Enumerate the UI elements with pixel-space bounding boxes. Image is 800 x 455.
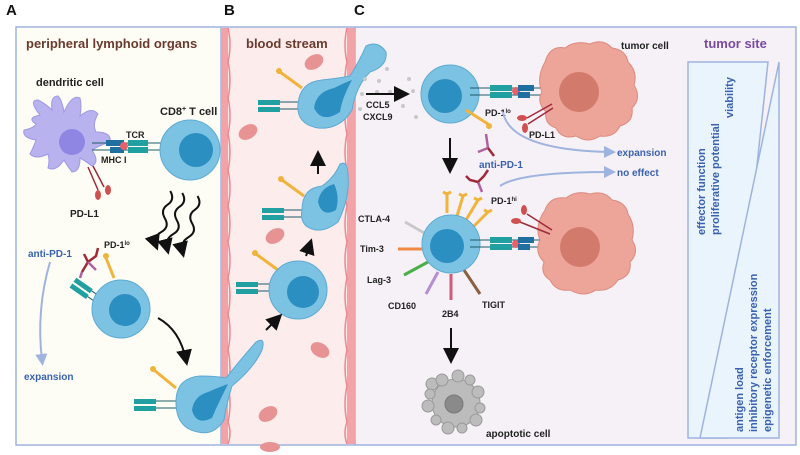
legend-increasing-2: inhibitory receptor expression [748,273,760,432]
mhc-i-label: MHC I [101,155,127,165]
anti-pd1-label-a: anti-PD-1 [28,249,72,260]
tumor-cell-bottom [537,192,636,295]
t-cell-bloodstream-middle [262,162,349,231]
tigit-label: TIGIT [482,300,505,310]
pd-l1-receptor-c-bottom [511,205,553,235]
dendritic-cell-label: dendritic cell [36,77,104,89]
tumor-cell-top [539,41,638,141]
tcr-mhc-complex-c-bottom [470,237,548,250]
expansion-label-a: expansion [24,372,73,383]
legend-increasing-1: antigen load [734,367,746,432]
panel-a-frame [15,26,222,446]
cd160-receptor [424,271,440,295]
2b4-label: 2B4 [442,309,459,319]
panel-b-title: blood stream [246,36,328,51]
chemokine-dots [358,67,418,119]
t-cell-bloodstream-lower [236,250,328,320]
ctla4-label: CTLA-4 [358,214,390,224]
apoptotic-cell [421,369,486,435]
tigit-receptor [462,269,482,295]
legend-decreasing-3: viability [724,76,736,118]
t-cell-activated-a [69,253,151,339]
migration-arrow-a [157,317,192,366]
cytokine-signal-arrows [144,190,201,258]
panel-letter-a: A [6,2,17,19]
tcr-mhc-complex-a [92,140,168,153]
arrow-b-2 [299,238,315,257]
tcr-label: TCR [126,130,145,140]
legend-decreasing-2: proliferative potential [710,123,722,235]
pd-l1-receptor-a [87,165,111,200]
t-cell-bloodstream-upper [258,43,387,129]
exhausted-t-cell [398,190,493,300]
pd1-hi-label: PD-1hi [491,196,517,206]
pd-l1-label-c: PD-L1 [529,130,555,140]
anti-pd1-label-c: anti-PD-1 [479,160,523,171]
legend-decreasing-1: effector function [696,148,708,235]
apoptotic-cell-label: apoptotic cell [486,429,551,440]
anti-pd1-antibody-a [78,247,100,279]
legend-increasing-3: epigenetic enforcement [762,308,774,432]
panel-c-title: tumor site [704,36,767,51]
cxcl9-label: CXCL9 [363,112,393,122]
panel-a-title: peripheral lymphoid organs [26,36,197,51]
tim3-label: Tim-3 [360,244,384,254]
expansion-label-c: expansion [617,148,666,159]
expansion-arrow-a [35,261,51,366]
pd1-lo-label-a: PD-1lo [104,240,130,250]
no-effect-label: no effect [617,168,659,179]
ctla4-receptor [404,220,427,236]
red-blood-cells [238,54,330,452]
panel-letter-b: B [224,2,235,19]
ccl5-label: CCL5 [366,100,390,110]
cd8-t-cell-label: CD8+ T cell [160,106,217,118]
increasing-wedge [699,61,780,439]
tumor-cell-label: tumor cell [621,41,669,52]
tcr-mhc-complex-c-top [470,85,545,98]
pd-l1-receptor-c-top [517,103,554,133]
panel-letter-c: C [354,2,365,19]
lag3-label: Lag-3 [367,275,391,285]
gradient-legend: effector function proliferative potentia… [687,61,780,439]
pd1-lo-label-c: PD-1lo [485,108,511,118]
dendritic-cell [23,95,111,173]
pd-l1-label-a: PD-L1 [70,209,99,220]
cd160-label: CD160 [388,301,416,311]
expansion-arrow-c [502,111,616,158]
anti-pd1-antibody-c [477,133,495,157]
t-cell-tumor-site-top [420,64,492,129]
no-effect-arrow [499,166,616,187]
pd1-antibody-exhausted [465,169,490,193]
lag3-receptor [403,260,429,277]
arrow-b-1 [265,313,283,331]
t-cell-extravasating-a [134,339,264,434]
cd8-t-cell-a [159,119,221,181]
